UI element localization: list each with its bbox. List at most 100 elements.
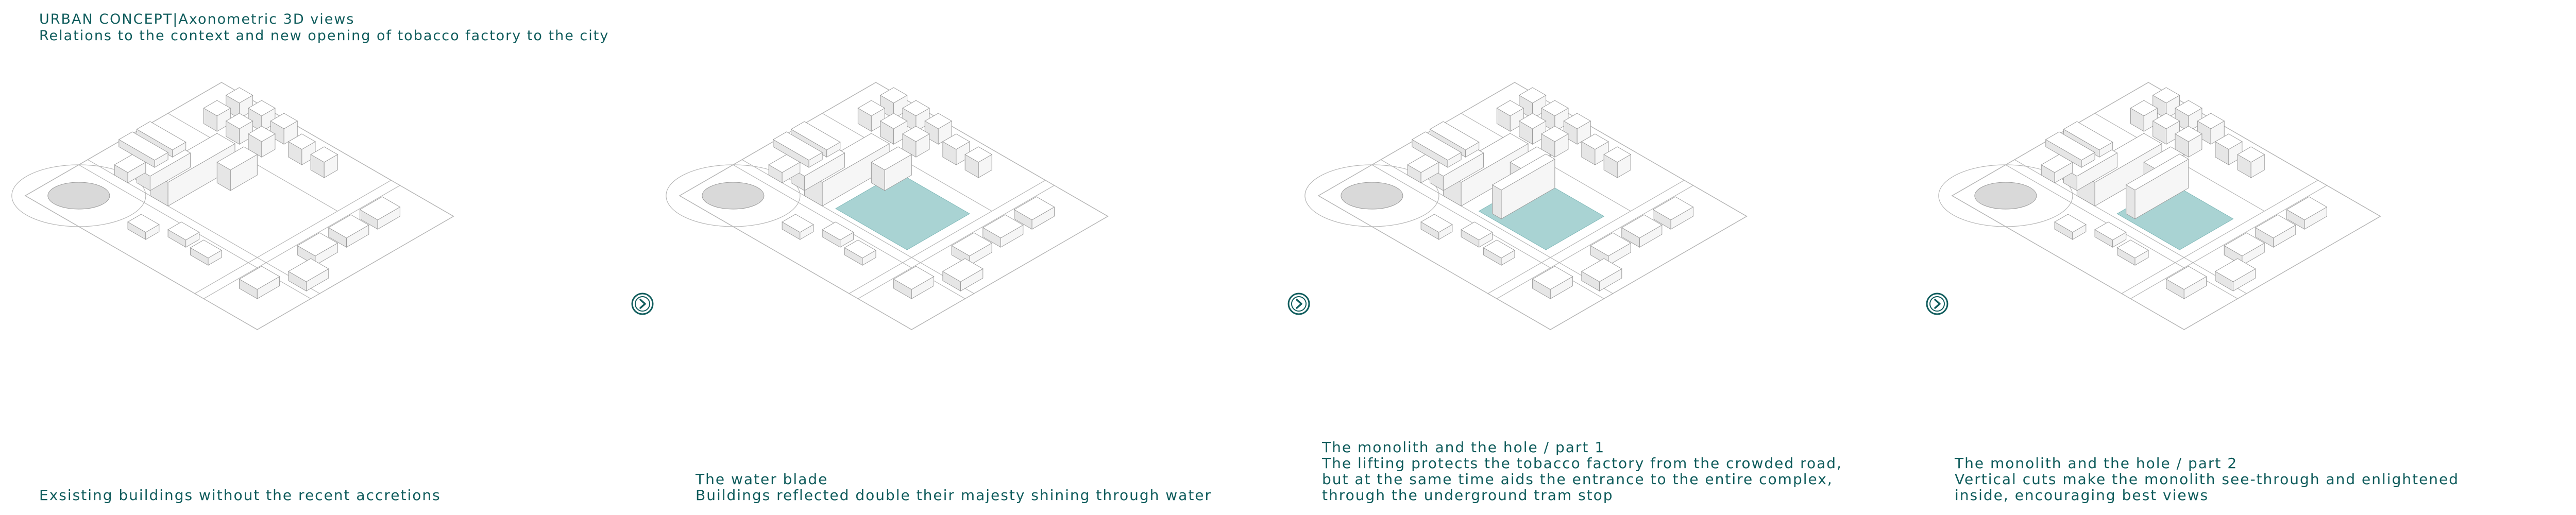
shed-building-roof (790, 121, 841, 150)
context-building-roof (287, 258, 329, 282)
axonometric-drawing-4 (1938, 82, 2381, 330)
axonometric-view-2 (654, 67, 1288, 458)
shed-building-roof (2045, 131, 2096, 161)
axonometric-view-3 (1293, 67, 1927, 458)
context-building-roof (879, 113, 908, 129)
caption-line: The monolith and the hole / part 1 (1322, 439, 1605, 456)
context-building-roof (1483, 239, 1515, 259)
context-building-roof (1518, 87, 1547, 104)
context-building-roof (1652, 196, 1694, 220)
context-building-roof (822, 221, 854, 241)
context-building-roof (2175, 100, 2202, 116)
caption-panel-4: The monolith and the hole / part 2 Verti… (1955, 455, 2459, 503)
context-building-roof (782, 214, 814, 233)
context-building-roof (902, 100, 930, 116)
plaza-ring (1938, 164, 2073, 227)
street-line (849, 180, 1046, 294)
context-building-roof (239, 266, 280, 290)
context-building-roof (2286, 196, 2328, 220)
context-building-roof (328, 214, 369, 238)
arrow-right-circle-icon (1287, 293, 1310, 315)
shed-building-roof (136, 121, 187, 150)
context-building-roof (2175, 126, 2202, 142)
context-building-roof (2152, 113, 2180, 129)
context-building-roof (287, 133, 316, 150)
axonometric-drawing-1 (11, 82, 454, 330)
caption-line: but at the same time aids the entrance t… (1322, 471, 1833, 488)
caption-line: through the underground tram stop (1322, 487, 1614, 504)
street-line (204, 185, 400, 299)
caption-panel-2: The water blade Buildings reflected doub… (696, 471, 1212, 503)
context-building-roof (1581, 258, 1622, 282)
context-building-roof (248, 126, 276, 142)
context-building-roof (951, 232, 993, 256)
context-building-roof (190, 239, 222, 259)
context-building-roof (1581, 133, 1609, 150)
context-building-roof (1420, 214, 1453, 233)
context-building-roof (225, 87, 253, 104)
shed-building-roof (118, 131, 169, 161)
context-building-roof (359, 196, 401, 220)
street-line (2121, 180, 2318, 294)
monolith-roof (1492, 153, 1555, 191)
water-blade (835, 172, 970, 250)
shed-building-roof (2063, 121, 2113, 150)
monolith-face (2126, 184, 2136, 219)
context-building-roof (2255, 214, 2296, 238)
context-building-roof (924, 113, 953, 129)
context-building-roof (203, 100, 231, 116)
monolith-roof (2125, 153, 2189, 191)
context-building-roof (844, 239, 876, 259)
caption-panel-1: Exsisting buildings without the recent a… (39, 487, 441, 503)
context-building-roof (902, 126, 930, 142)
context-building-roof (225, 113, 253, 129)
caption-line: Exsisting buildings without the recent a… (39, 487, 441, 504)
context-building-roof (2130, 100, 2158, 116)
context-building-roof (857, 100, 886, 116)
factory-wing-roof (871, 146, 912, 170)
context-building-roof (1590, 232, 1632, 256)
context-building-roof (1541, 100, 1569, 116)
arrow-right-circle-icon (1926, 293, 1948, 315)
plaza-core (1341, 182, 1403, 210)
street-line (194, 180, 392, 294)
context-building-roof (964, 146, 993, 163)
context-building-roof (1621, 214, 1663, 238)
context-building-roof (2214, 133, 2243, 150)
context-building-roof (297, 232, 338, 256)
context-building-roof (2214, 258, 2256, 282)
factory-wing-roof (216, 146, 258, 170)
caption-line: The monolith and the hole / part 2 (1955, 455, 2238, 472)
street-line (1497, 185, 1693, 299)
axonometric-view-4 (1927, 67, 2561, 458)
context-building-roof (942, 258, 984, 282)
caption-line: inside, encouraging best views (1955, 487, 2209, 504)
context-building-roof (942, 133, 970, 150)
context-building-roof (127, 214, 160, 233)
context-building-roof (2197, 113, 2225, 129)
plaza-core (1974, 182, 2037, 210)
caption-line: The lifting protects the tobacco factory… (1322, 455, 1842, 472)
context-building-roof (1013, 196, 1055, 220)
header: URBAN CONCEPT|Axonometric 3D views Relat… (39, 11, 609, 44)
caption-line: Buildings reflected double their majesty… (696, 487, 1212, 504)
shed-building-roof (1429, 121, 1480, 150)
context-building-roof (2237, 146, 2265, 163)
page-title: URBAN CONCEPT|Axonometric 3D views (39, 11, 355, 27)
axonometric-drawing-3 (1304, 82, 1748, 330)
monolith-face (1492, 184, 1502, 219)
context-building-roof (248, 100, 276, 116)
plaza-ring (666, 164, 801, 227)
street-line (858, 185, 1055, 299)
caption-panel-3: The monolith and the hole / part 1 The l… (1322, 439, 1842, 503)
arrow-right-circle-icon (631, 293, 654, 315)
context-building-roof (879, 87, 908, 104)
context-building-roof (1461, 221, 1493, 241)
context-building-roof (1563, 113, 1591, 129)
context-building-roof (1496, 100, 1524, 116)
context-building-roof (2152, 87, 2180, 104)
shed-building-roof (772, 131, 823, 161)
context-building-roof (2165, 266, 2207, 290)
plaza-ring (11, 164, 146, 227)
context-building-roof (893, 266, 935, 290)
